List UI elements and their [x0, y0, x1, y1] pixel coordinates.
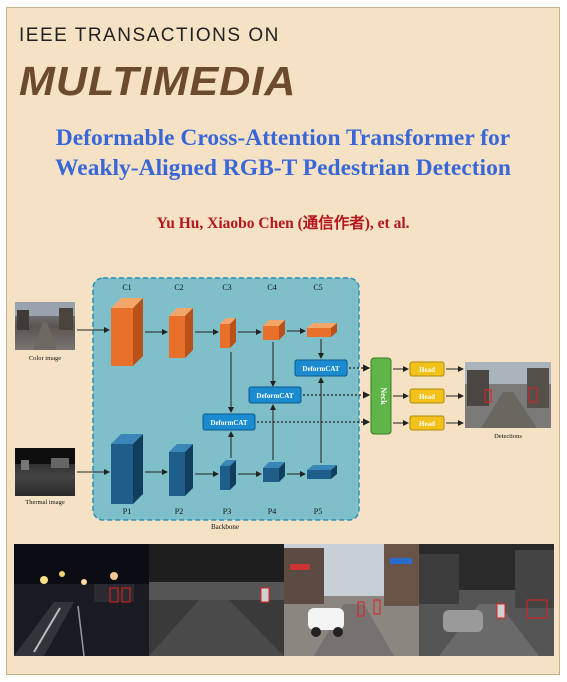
stage-label-c5: C5 — [313, 283, 322, 292]
cover-frame: IEEE TRANSACTIONS ON MULTIMEDIA Deformab… — [6, 7, 560, 675]
color-input-image — [15, 302, 75, 350]
thermal-input-image — [15, 448, 75, 496]
stage-label-p1: P1 — [123, 507, 131, 516]
title-line-2: Weakly-Aligned RGB-T Pedestrian Detectio… — [55, 155, 511, 181]
thermal-block-p3 — [220, 460, 236, 490]
deformcat-block-4: DeformCAT — [248, 386, 302, 404]
sample-image-night-color — [14, 544, 149, 656]
color-block-c2 — [169, 308, 193, 358]
detections-image — [465, 362, 551, 428]
thermal-block-p2 — [169, 444, 193, 496]
paper-title: Deformable Cross-Attention Transformer f… — [7, 123, 559, 183]
head-label-3: Head — [419, 420, 435, 428]
color-block-c1 — [111, 298, 143, 366]
deformcat-block-3: DeformCAT — [202, 413, 256, 431]
color-block-c3 — [220, 318, 236, 348]
color-input-label: Color image — [29, 355, 61, 362]
detection-outputs — [446, 366, 464, 426]
sample-image-night-thermal — [149, 544, 284, 656]
stage-label-p3: P3 — [223, 507, 231, 516]
neck-inputs — [257, 364, 371, 426]
stream-arrows — [77, 327, 306, 477]
thermal-block-p1 — [111, 434, 143, 504]
journal-series: IEEE TRANSACTIONS ON — [19, 25, 280, 46]
head-block-3: Head — [409, 415, 445, 431]
head-inputs — [393, 366, 409, 426]
sample-image-day-thermal — [419, 544, 554, 656]
title-line-1: Deformable Cross-Attention Transformer f… — [55, 125, 511, 151]
sample-images-strip — [14, 544, 554, 656]
journal-name: MULTIMEDIA — [19, 58, 297, 104]
color-block-c5 — [307, 323, 337, 337]
detections-label: Detections — [494, 433, 522, 440]
neck-label: Neck — [379, 387, 388, 405]
thermal-block-p4 — [263, 462, 285, 482]
head-label-1: Head — [419, 366, 435, 374]
stage-label-c3: C3 — [222, 283, 231, 292]
paper-authors: Yu Hu, Xiaobo Chen (通信作者), et al. — [156, 215, 410, 232]
thermal-block-p5 — [307, 465, 337, 479]
stage-label-c2: C2 — [174, 283, 183, 292]
deformcat-label-4: DeformCAT — [256, 392, 294, 400]
deformcat-label-5: DeformCAT — [302, 365, 340, 373]
deformcat-block-5: DeformCAT — [294, 359, 348, 377]
head-block-2: Head — [409, 388, 445, 404]
neck-block: Neck — [370, 357, 392, 435]
stage-label-c4: C4 — [267, 283, 276, 292]
head-label-2: Head — [419, 393, 435, 401]
deformcat-label-3: DeformCAT — [210, 419, 248, 427]
backbone-label: Backbone — [211, 523, 239, 531]
fusion-connectors — [228, 339, 324, 463]
color-block-c4 — [263, 320, 285, 340]
architecture-diagram: C1 C2 C3 C4 C5 P1 P2 P3 P4 P5 Backbone C… — [15, 277, 551, 531]
backbone-region — [92, 277, 360, 521]
stage-label-p4: P4 — [268, 507, 276, 516]
stage-label-p2: P2 — [175, 507, 183, 516]
sample-image-day-color — [284, 544, 419, 656]
head-block-1: Head — [409, 361, 445, 377]
thermal-input-label: Thermal image — [25, 499, 65, 506]
stage-label-p5: P5 — [314, 507, 322, 516]
stage-label-c1: C1 — [122, 283, 131, 292]
